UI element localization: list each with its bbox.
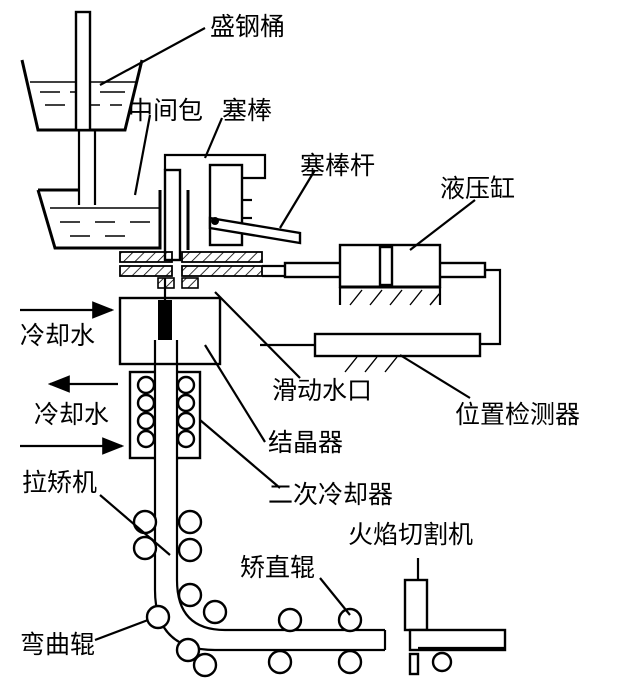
slide-gate [119, 251, 285, 289]
label-flame-cutter: 火焰切割机 [348, 520, 474, 549]
label-tundish: 中间包 [128, 96, 204, 125]
label-withdrawal-machine: 拉矫机 [22, 468, 98, 497]
label-mold: 结晶器 [268, 428, 344, 457]
label-cooling-water-in: 冷却水 [20, 321, 96, 350]
position-detector [260, 332, 482, 373]
label-cooling-water-out: 冷却水 [34, 400, 110, 429]
mold [118, 278, 222, 366]
withdrawal-rolls [132, 509, 228, 625]
label-secondary-cooler: 二次冷却器 [268, 480, 394, 509]
secondary-cooler [128, 370, 202, 460]
label-stopper: 塞棒 [222, 96, 273, 125]
tundish-vessel [36, 188, 190, 250]
ladle-shroud [77, 130, 97, 205]
straightening-rolls [267, 607, 363, 675]
flame-cutter [403, 578, 507, 676]
cooling-water-arrows [20, 301, 125, 455]
tundish-stopper [163, 153, 267, 262]
label-ladle: 盛钢桶 [210, 12, 286, 41]
hydraulic-cylinder [283, 243, 487, 306]
label-slide-nozzle: 滑动水口 [272, 376, 373, 405]
label-bending-roll: 弯曲辊 [20, 630, 96, 659]
stopper-rod-lever [208, 216, 302, 245]
ladle-stopper-rod [74, 10, 92, 132]
feedback-line [480, 268, 502, 346]
label-stopper-rod: 塞棒杆 [300, 151, 376, 180]
leader-lines [94, 27, 476, 642]
label-position-detector: 位置检测器 [455, 400, 581, 429]
label-straightening-roll: 矫直辊 [240, 553, 316, 582]
bending-rolls [145, 604, 218, 678]
label-hydraulic-cylinder: 液压缸 [440, 174, 516, 203]
strand [153, 340, 387, 652]
